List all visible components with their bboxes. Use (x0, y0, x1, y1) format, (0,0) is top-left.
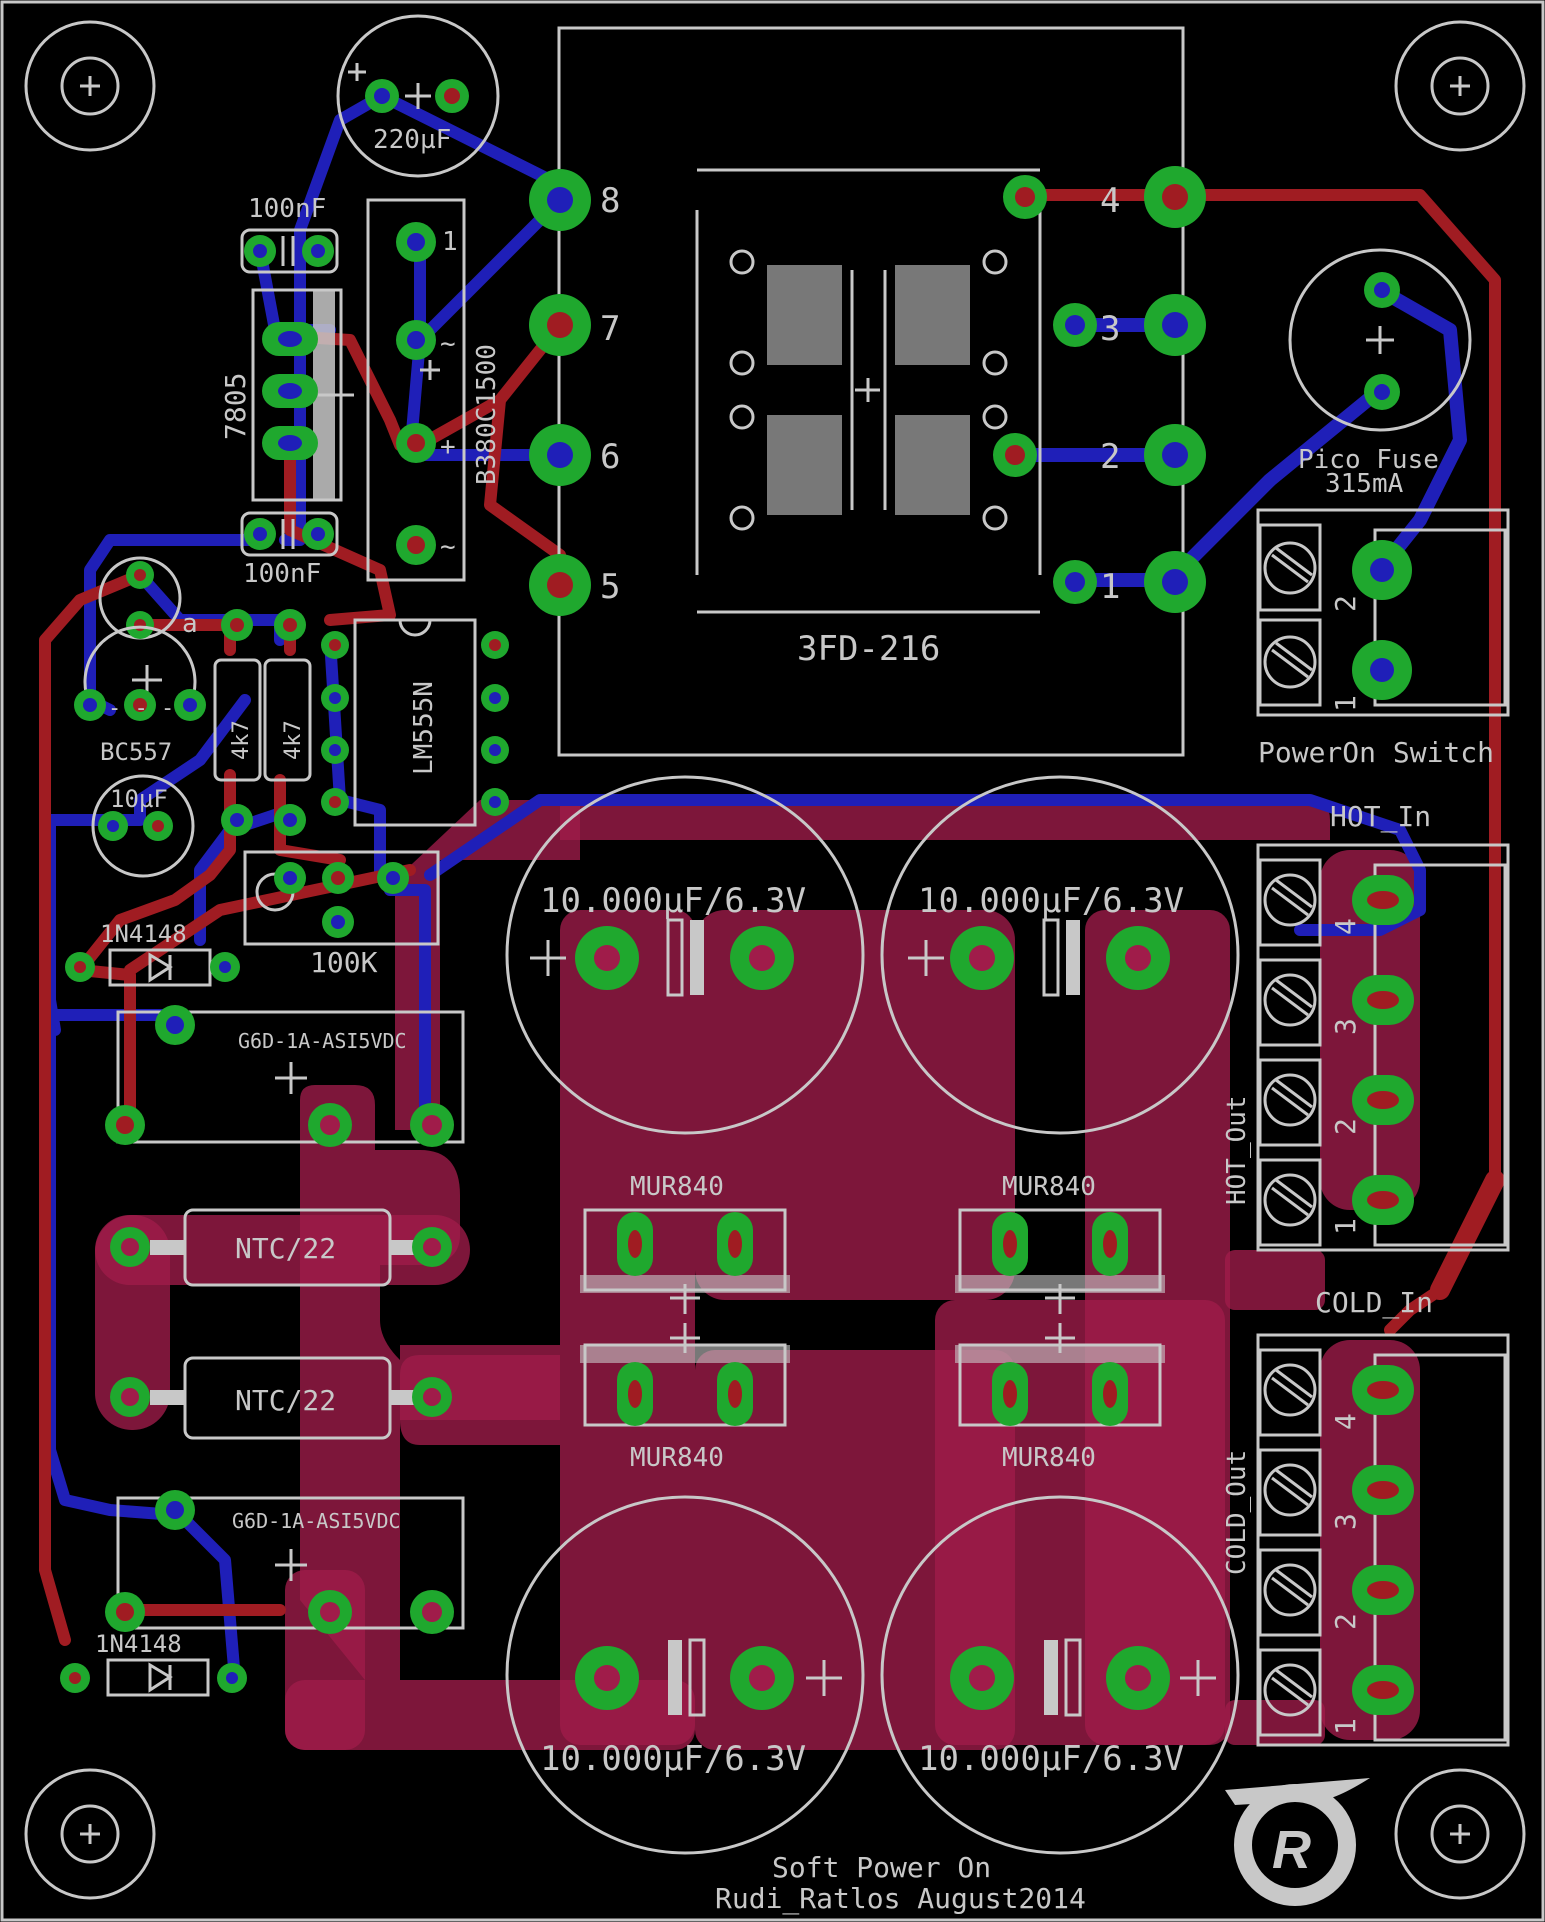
bridge-rectifier: 1 ~ + ~ B380C1500 (366, 198, 502, 582)
transistor-pins-marker: - - - (108, 696, 174, 721)
relay-upper: G6D-1A-ASI5VDC (105, 1005, 465, 1147)
svg-text:~: ~ (440, 329, 456, 359)
footer-author: Rudi_Ratlos August2014 (715, 1882, 1086, 1916)
capacitor-10uf-label: 10µF (110, 785, 168, 813)
diode-mur840-bottom-left-label: MUR840 (630, 1443, 724, 1473)
transformer-pin-2: 2 (1100, 437, 1120, 477)
capacitor-big-bottom-left: 10.000µF/6.3V (505, 1495, 865, 1855)
diode-mur840-bottom-right: MUR840 (955, 1323, 1165, 1473)
mounting-hole-top-right (1394, 20, 1526, 152)
capacitor-big-bottom-right: 10.000µF/6.3V (880, 1495, 1240, 1855)
cold-in-label: COLD_In (1315, 1286, 1433, 1320)
capacitor-100nf-top-label: 100nF (248, 194, 326, 224)
relay-lower-label: G6D-1A-ASI5VDC (232, 1509, 401, 1533)
cold-pin-4: 4 (1329, 1413, 1362, 1430)
transformer-pins: 8 7 6 5 4 3 2 1 (529, 166, 1206, 616)
hot-pin-3: 3 (1329, 1018, 1362, 1035)
svg-text:+: + (440, 432, 456, 462)
diode-mur840-top-left: MUR840 (580, 1172, 790, 1314)
resistor-4k7-1-label: 4k7 (229, 720, 254, 760)
transformer-pin-7: 7 (600, 309, 620, 349)
ntc-lower-label: NTC/22 (235, 1384, 336, 1417)
capacitor-big-bottom-left-label: 10.000µF/6.3V (540, 1739, 806, 1779)
power-switch-label: PowerOn Switch (1258, 736, 1494, 769)
transistor-bc557: - - - BC557 a (74, 609, 206, 766)
transformer-label: 3FD-216 (797, 629, 940, 669)
capacitor-big-bottom-right-label: 10.000µF/6.3V (918, 1739, 1184, 1779)
timer-lm555n-label: LM555N (409, 681, 439, 775)
power-switch-pin-2: 2 (1329, 595, 1362, 612)
ntc-upper: NTC/22 (110, 1208, 452, 1287)
top-layer-traces (39, 189, 1505, 1646)
trimmer-100k: 100K (243, 850, 440, 979)
cold-out-label: COLD_Out (1222, 1450, 1252, 1575)
mounting-hole-bottom-left (24, 1768, 156, 1900)
cold-pin-1: 1 (1329, 1718, 1362, 1735)
resistor-4k7-2-label: 4k7 (281, 720, 306, 760)
author-logo: R (1225, 1778, 1370, 1906)
transformer-pin-8: 8 (600, 181, 620, 221)
capacitor-10uf: 10µF (91, 774, 195, 878)
hot-out-label: HOT_Out (1222, 1095, 1252, 1205)
diode-mur840-bottom-right-label: MUR840 (1002, 1443, 1096, 1473)
diode-1n4148-lower: 1N4148 (60, 1630, 247, 1697)
ntc-upper-label: NTC/22 (235, 1232, 336, 1265)
transformer: 3FD-216 (557, 26, 1185, 757)
capacitor-100nf-bottom-label: 100nF (243, 559, 321, 589)
pico-fuse-label-2: 315mA (1325, 469, 1404, 499)
ntc-lower: NTC/22 (110, 1356, 452, 1440)
timer-lm555n: LM555N (321, 618, 509, 827)
capacitor-220uf-label: 220µF (373, 125, 451, 155)
capacitor-big-top-left-label: 10.000µF/6.3V (540, 881, 806, 921)
capacitor-big-top-left: 10.000µF/6.3V (505, 775, 865, 1135)
diode-1n4148-upper: 1N4148 (65, 920, 240, 987)
cold-pin-3: 3 (1329, 1513, 1362, 1530)
capacitor-220uf: 220µF (336, 14, 500, 178)
mounting-hole-bottom-right (1394, 1768, 1526, 1900)
hot-pin-1: 1 (1329, 1218, 1362, 1235)
author-logo-letter: R (1272, 1820, 1311, 1880)
pico-fuse: Pico Fuse 315mA (1288, 248, 1472, 499)
transformer-pin-5: 5 (600, 567, 620, 607)
pico-fuse-label-1: Pico Fuse (1298, 445, 1439, 475)
pin-marker-a: a (182, 609, 198, 639)
transformer-pin-3: 3 (1100, 309, 1120, 349)
capacitor-big-top-right: 10.000µF/6.3V (880, 775, 1240, 1135)
capacitor-big-top-right-label: 10.000µF/6.3V (918, 881, 1184, 921)
footer-title: Soft Power On (772, 1851, 991, 1884)
hot-pin-2: 2 (1329, 1118, 1362, 1135)
relay-upper-label: G6D-1A-ASI5VDC (238, 1029, 407, 1053)
terminal-hot: 4 3 2 1 HOT_In HOT_Out (1222, 800, 1510, 1252)
svg-text:1: 1 (442, 227, 458, 257)
relay-lower: G6D-1A-ASI5VDC (105, 1490, 465, 1634)
power-switch-pin-1: 1 (1329, 695, 1362, 712)
diode-1n4148-upper-label: 1N4148 (100, 920, 187, 948)
capacitor-100nf-top: 100nF (240, 194, 339, 274)
svg-text:~: ~ (440, 532, 456, 562)
mounting-hole-top-left (24, 20, 156, 152)
diode-mur840-top-left-label: MUR840 (630, 1172, 724, 1202)
hot-pin-4: 4 (1329, 918, 1362, 935)
diode-mur840-top-right: MUR840 (955, 1172, 1165, 1314)
transformer-pin-6: 6 (600, 437, 620, 477)
hot-in-label: HOT_In (1330, 800, 1431, 834)
terminal-power-switch: 2 1 PowerOn Switch (1256, 508, 1510, 769)
trimmer-100k-label: 100K (310, 946, 378, 979)
transformer-pin-4: 4 (1100, 181, 1120, 221)
diode-1n4148-lower-label: 1N4148 (95, 1630, 182, 1658)
resistor-4k7-2: 4k7 (263, 609, 312, 836)
resistor-4k7-1: 4k7 (213, 609, 262, 836)
transistor-bc557-label: BC557 (100, 738, 172, 766)
bridge-rectifier-label: B380C1500 (472, 344, 502, 485)
transformer-pin-1: 1 (1100, 567, 1120, 607)
regulator-7805: 7805 (219, 288, 354, 502)
terminal-cold: 4 3 2 1 COLD_In COLD_Out (1222, 1286, 1510, 1747)
cold-pin-2: 2 (1329, 1613, 1362, 1630)
diode-mur840-bottom-left: MUR840 (580, 1323, 790, 1473)
diode-mur840-top-right-label: MUR840 (1002, 1172, 1096, 1202)
regulator-7805-label: 7805 (219, 373, 252, 440)
capacitor-100nf-bottom: 100nF (240, 511, 339, 589)
